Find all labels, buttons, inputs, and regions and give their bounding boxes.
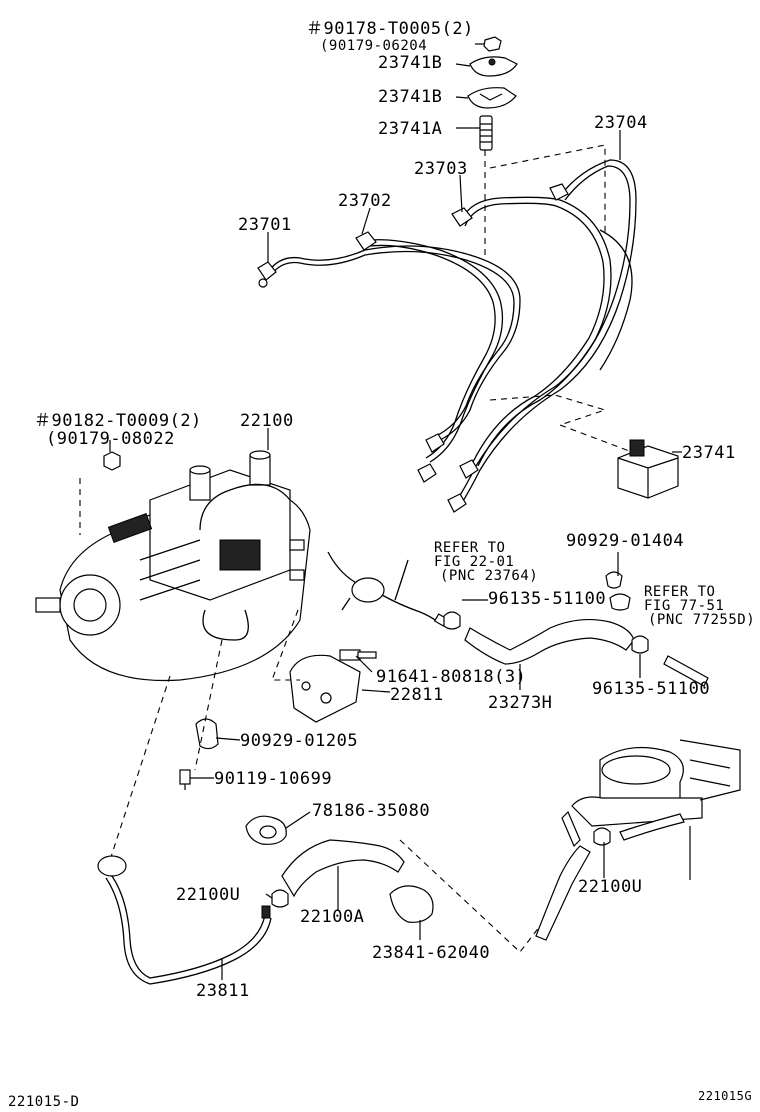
label-23273H: 23273H: [488, 693, 552, 713]
label-90119-10699: 90119-10699: [214, 769, 332, 789]
nut-90182: [103, 451, 121, 471]
label-23704: 23704: [594, 113, 648, 133]
label-pnc-77255D: (PNC 77255D): [648, 612, 755, 628]
label-fig-77-51: FIG 77-51: [644, 598, 724, 614]
label-22100U-left: 22100U: [176, 885, 240, 905]
label-78186-35080: 78186-35080: [312, 801, 430, 821]
clip-23841: [389, 885, 434, 923]
hose-22100A: [281, 839, 405, 898]
clip-90929-01404: [605, 571, 631, 611]
label-22100U-right: 22100U: [578, 877, 642, 897]
bracket-22811: [289, 654, 361, 723]
label-90182-T0009: ＃90182-T0009(2): [34, 411, 202, 431]
hose-refer-77-51: [663, 655, 709, 687]
injection-pump-22100: [35, 450, 311, 682]
label-90178-T0005: ＃90178-T0005(2): [306, 19, 474, 39]
bolt-23741A: [479, 115, 493, 151]
label-23741: 23741: [682, 443, 736, 463]
clamp-23741: [617, 439, 679, 499]
label-23741B-1: 23741B: [378, 53, 442, 73]
hose-egr: [535, 810, 685, 941]
egr-valve: [571, 739, 741, 827]
label-90929-01205: 90929-01205: [240, 731, 358, 751]
label-90929-01404: 90929-01404: [566, 531, 684, 551]
bolt-91641: [339, 649, 377, 661]
label-23702: 23702: [338, 191, 392, 211]
clip-22100U-right: [593, 827, 611, 846]
label-23701: 23701: [238, 215, 292, 235]
vacuum-pipe-assembly: [327, 551, 449, 627]
footer-right-code: 221015G: [698, 1089, 752, 1103]
label-22811: 22811: [390, 685, 444, 705]
label-90179-08022: (90179-08022: [46, 429, 175, 449]
clip-90929-01205: [195, 718, 219, 750]
label-22100: 22100: [240, 411, 294, 431]
label-23741A: 23741A: [378, 119, 442, 139]
label-23703: 23703: [414, 159, 468, 179]
label-96135-51100-lower: 96135-51100: [592, 679, 710, 699]
label-refer-22-01: REFER TO: [434, 540, 505, 556]
label-23841-62040: 23841-62040: [372, 943, 490, 963]
footer-left-code: 221015-D: [8, 1094, 79, 1110]
label-pnc-23764: (PNC 23764): [440, 568, 538, 584]
hose-23273H: [464, 618, 635, 665]
label-90179-06204: (90179-06204: [320, 38, 427, 54]
clip-22100U-left: [271, 889, 289, 908]
clamp-23741B-upper: [469, 56, 518, 77]
label-refer-77-51: REFER TO: [644, 584, 715, 600]
label-fig-22-01: FIG 22-01: [434, 554, 514, 570]
label-22100A: 22100A: [300, 907, 364, 927]
pipe-23811: [97, 855, 272, 985]
clamp-96135-upper: [443, 611, 461, 630]
label-23741B-2: 23741B: [378, 87, 442, 107]
clamp-96135-lower: [631, 635, 649, 654]
label-96135-51100-upper: 96135-51100: [488, 589, 606, 609]
clamp-23741B-lower: [467, 87, 517, 109]
clamp-78186: [245, 815, 287, 845]
bolt-90119: [179, 769, 191, 790]
label-23811: 23811: [196, 981, 250, 1001]
label-91641-80818: 91641-80818(3): [376, 667, 526, 687]
nut-90178: [483, 36, 502, 52]
injection-pipes: [257, 159, 637, 513]
